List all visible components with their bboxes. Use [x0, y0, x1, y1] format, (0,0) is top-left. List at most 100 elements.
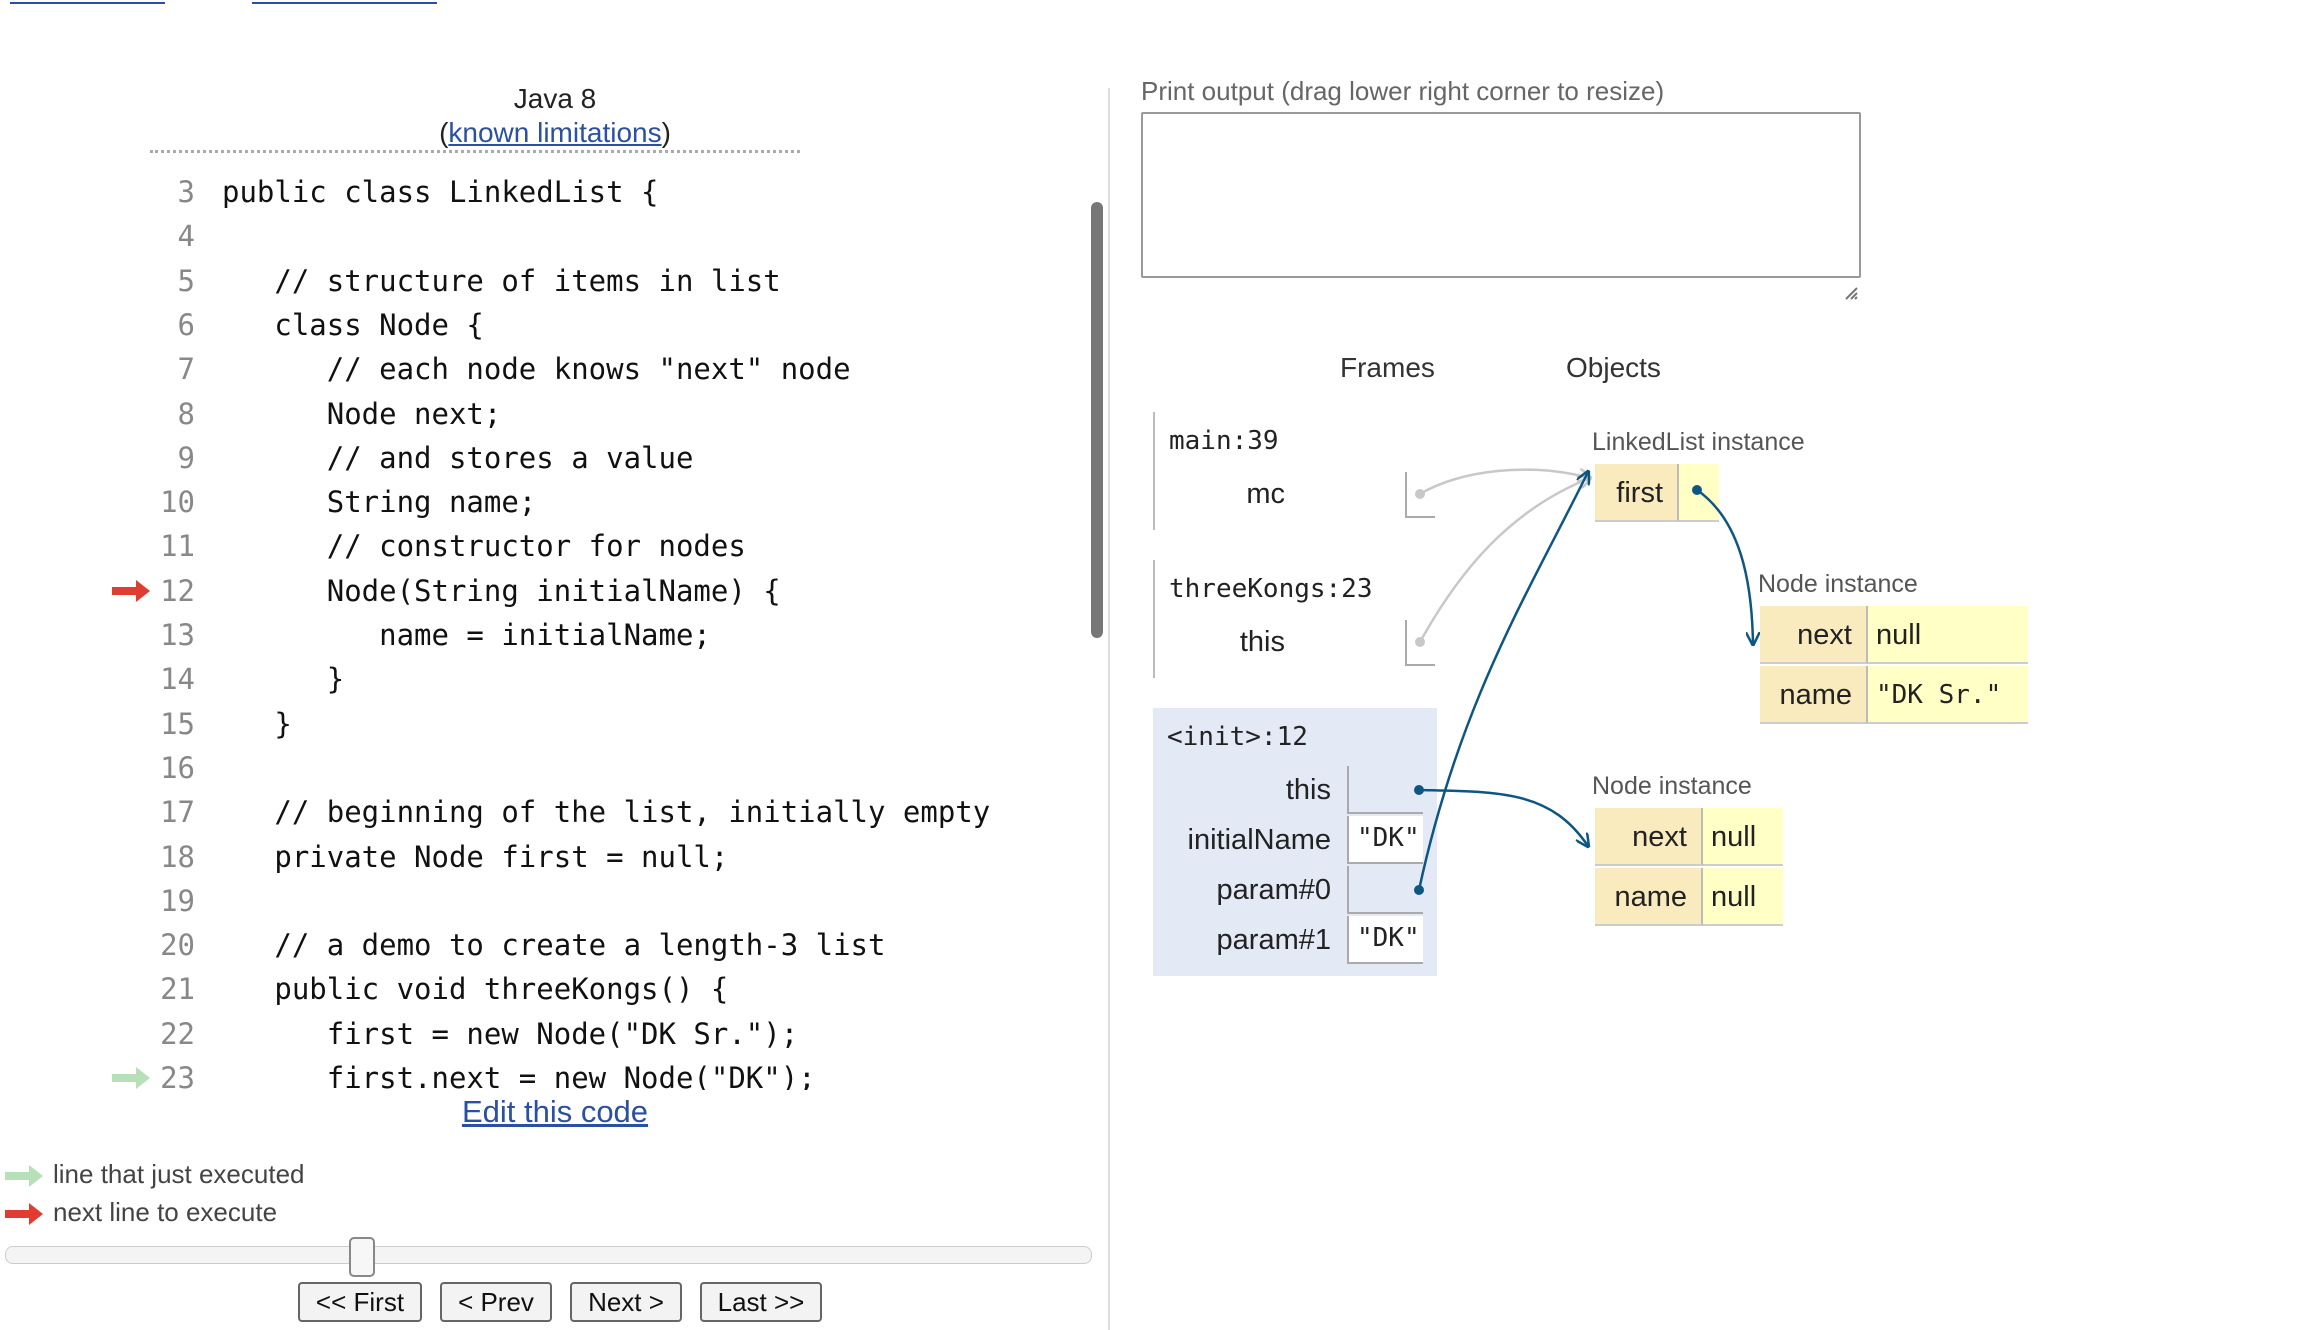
known-limitations-link[interactable]: known limitations	[448, 117, 662, 148]
line-number: 12	[160, 573, 195, 608]
line-code: }	[222, 706, 292, 741]
line-code: first = new Node("DK Sr.");	[222, 1016, 799, 1051]
line-code: Node next;	[222, 396, 502, 431]
var-value-mc	[1405, 472, 1435, 518]
slider-handle[interactable]	[348, 1237, 375, 1277]
code-line: 21 public void threeKongs() {	[0, 967, 1080, 1011]
frames-header: Frames	[1340, 352, 1435, 383]
var-value-param1: "DK"	[1347, 916, 1423, 964]
var-name-mc: mc	[1246, 478, 1285, 510]
partial-line-above	[150, 150, 800, 157]
pointer-first	[1696, 488, 1753, 644]
legend-executed: line that just executed	[5, 1158, 305, 1190]
line-number: 10	[160, 485, 195, 520]
line-number: 16	[160, 750, 195, 785]
line-code: // a demo to create a length-3 list	[222, 928, 886, 963]
language-header: Java 8 (known limitations)	[0, 82, 1110, 150]
top-link-2[interactable]	[252, 0, 437, 4]
code-line: 20 // a demo to create a length-3 list	[0, 923, 1080, 967]
line-number: 14	[160, 662, 195, 697]
field-name-first: first	[1595, 464, 1679, 522]
last-button[interactable]: Last >>	[700, 1282, 822, 1322]
code-line: 16	[0, 746, 1080, 790]
edit-code-row: Edit this code	[0, 1094, 1110, 1130]
line-number: 6	[177, 307, 195, 342]
frame-init-active: <init>:12 this initialName "DK" param#0 …	[1153, 708, 1437, 976]
field-value-next: null	[1703, 808, 1783, 866]
code-line: 8 Node next;	[0, 392, 1080, 436]
limitations-line: (known limitations)	[439, 117, 671, 148]
next-arrow-icon	[5, 1203, 43, 1226]
pointer-threekongs-this	[1418, 478, 1590, 643]
print-output-box[interactable]	[1141, 112, 1861, 278]
code-line: 15 }	[0, 702, 1080, 746]
code-line: 12 Node(String initialName) {	[0, 569, 1080, 613]
code-line: 13 name = initialName;	[0, 613, 1080, 657]
edit-code-link[interactable]: Edit this code	[461, 1094, 649, 1129]
line-code: Node(String initialName) {	[222, 573, 781, 608]
field-name-next: next	[1595, 808, 1703, 866]
code-line: 7 // each node knows "next" node	[0, 347, 1080, 391]
line-number: 23	[160, 1061, 195, 1090]
line-number: 15	[160, 706, 195, 741]
execution-slider[interactable]	[5, 1246, 1092, 1264]
code-line: 6 class Node {	[0, 303, 1080, 347]
line-number: 20	[160, 928, 195, 963]
var-name-param0: param#0	[1216, 874, 1331, 906]
frame-threekongs: threeKongs:23 this	[1153, 560, 1435, 678]
code-scrollbar-thumb[interactable]	[1091, 202, 1103, 638]
line-code: }	[222, 662, 345, 697]
pointer-param0	[1417, 472, 1588, 891]
line-number: 4	[177, 219, 195, 254]
next-button[interactable]: Next >	[570, 1282, 682, 1322]
field-name-next: next	[1760, 606, 1868, 664]
pointer-mc	[1419, 470, 1590, 496]
line-code: class Node {	[222, 307, 484, 342]
line-number: 8	[177, 396, 195, 431]
line-number: 22	[160, 1016, 195, 1051]
frame-main: main:39 mc	[1153, 412, 1435, 530]
line-code: // constructor for nodes	[222, 529, 746, 564]
objects-header: Objects	[1566, 352, 1661, 383]
top-link-1[interactable]	[10, 0, 165, 4]
code-line: 10 String name;	[0, 480, 1080, 524]
object-title: Node instance	[1592, 772, 1752, 800]
code-line: 17 // beginning of the list, initially e…	[0, 790, 1080, 834]
field-name-name: name	[1595, 868, 1703, 926]
code-line: 4	[0, 214, 1080, 258]
var-name-this: this	[1239, 626, 1285, 658]
var-value-this	[1405, 620, 1435, 666]
line-code: public void threeKongs() {	[222, 972, 729, 1007]
print-output-label: Print output (drag lower right corner to…	[1141, 76, 1665, 106]
language-label: Java 8	[513, 83, 597, 114]
var-name-param1: param#1	[1216, 924, 1331, 956]
line-code: // each node knows "next" node	[222, 352, 851, 387]
line-number: 11	[160, 529, 195, 564]
prev-button[interactable]: < Prev	[440, 1282, 552, 1322]
line-number: 3	[177, 175, 195, 209]
panel-divider	[1108, 88, 1110, 1330]
field-value-name: null	[1703, 868, 1783, 926]
line-code: // and stores a value	[222, 440, 694, 475]
frame-title: threeKongs:23	[1169, 574, 1373, 604]
code-line: 11 // constructor for nodes	[0, 524, 1080, 568]
pointer-init-this	[1418, 788, 1588, 846]
line-code: name = initialName;	[222, 618, 711, 652]
line-number: 19	[160, 883, 195, 918]
line-code: private Node first = null;	[222, 839, 729, 874]
first-button[interactable]: << First	[298, 1282, 422, 1322]
var-name-initialname: initialName	[1187, 824, 1331, 856]
field-value-name: "DK Sr."	[1868, 666, 2028, 724]
line-code: String name;	[222, 485, 537, 520]
resize-grip-icon[interactable]	[1844, 286, 1858, 300]
executed-arrow-icon	[5, 1165, 43, 1188]
var-name-this: this	[1285, 774, 1331, 806]
var-value-initialname: "DK"	[1347, 816, 1423, 864]
frame-title: <init>:12	[1167, 722, 1308, 752]
line-number: 7	[177, 352, 195, 387]
code-line: 14 }	[0, 657, 1080, 701]
line-number: 5	[177, 263, 195, 298]
legend-next: next line to execute	[5, 1196, 277, 1228]
